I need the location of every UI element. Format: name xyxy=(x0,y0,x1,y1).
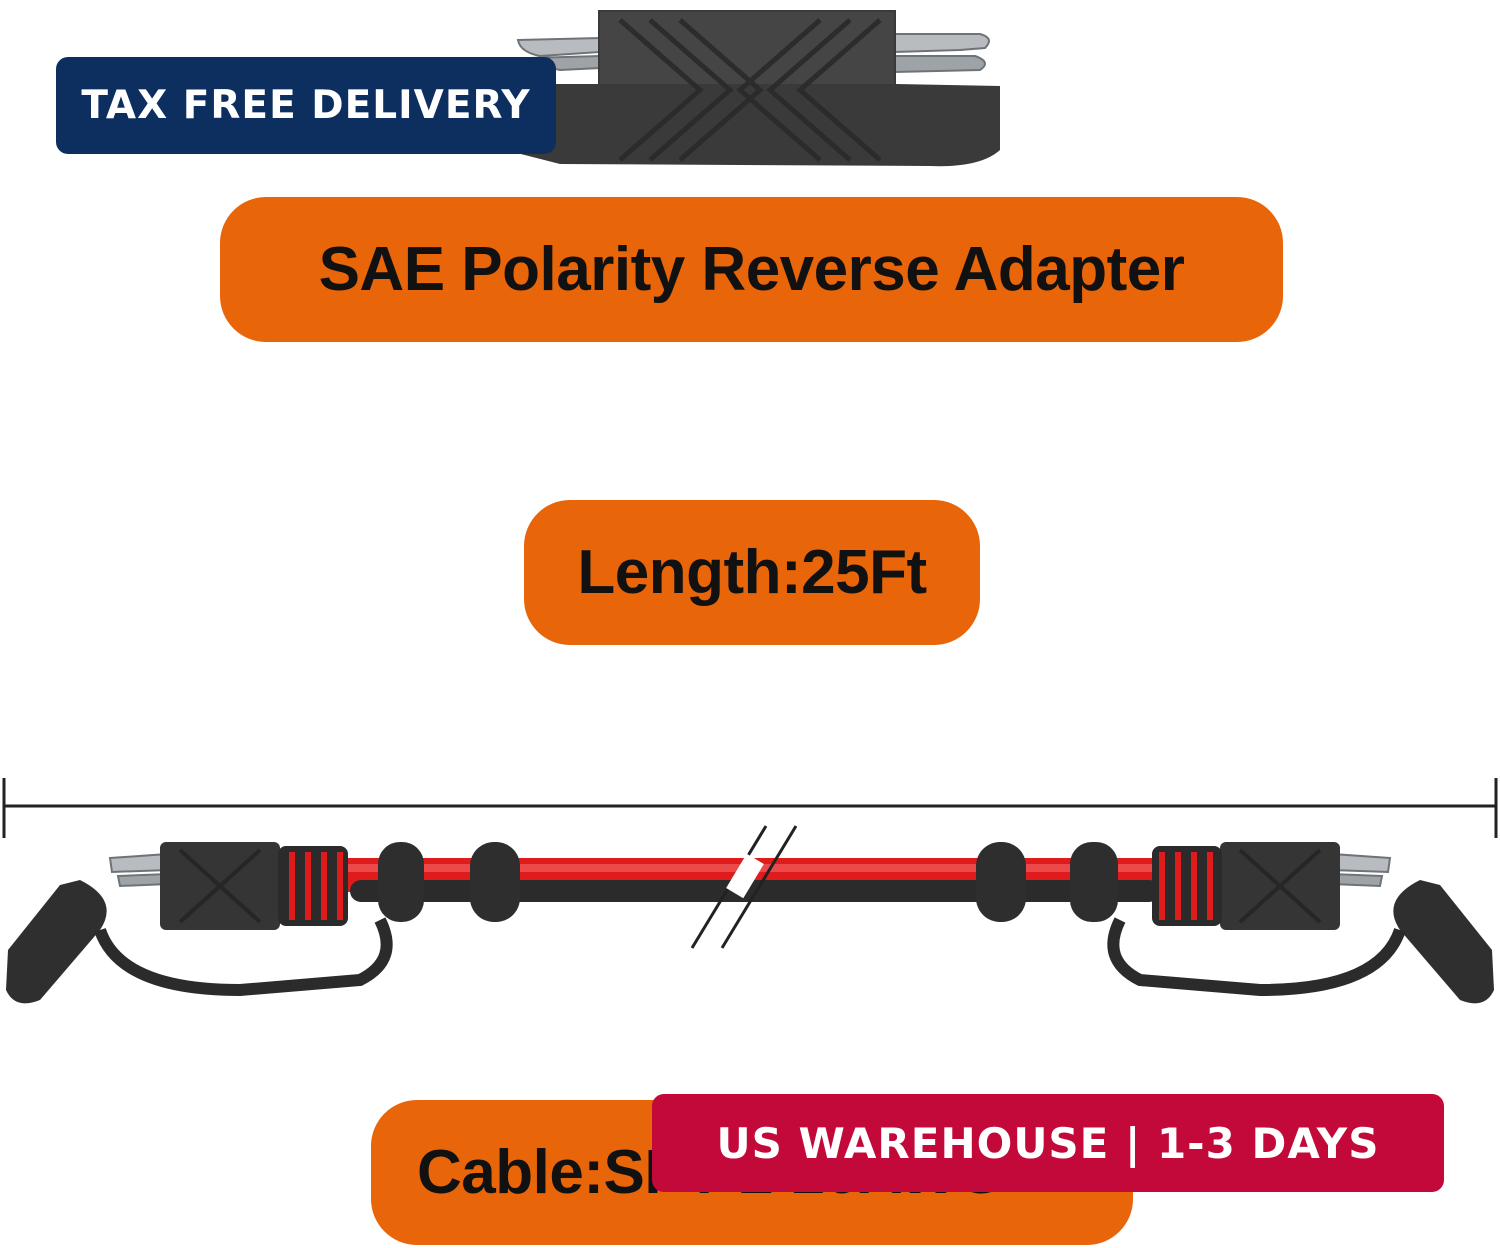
length-label: Length:25Ft xyxy=(524,500,980,645)
adapter-connector-image xyxy=(505,10,1000,167)
length-dimension-line xyxy=(2,778,1498,838)
left-sae-connector xyxy=(6,842,393,1004)
product-title-label: SAE Polarity Reverse Adapter xyxy=(220,197,1283,342)
tax-free-delivery-badge: TAX FREE DELIVERY xyxy=(56,57,556,154)
us-warehouse-badge: US WAREHOUSE | 1-3 DAYS xyxy=(652,1094,1444,1192)
right-sae-connector xyxy=(1107,842,1494,1004)
